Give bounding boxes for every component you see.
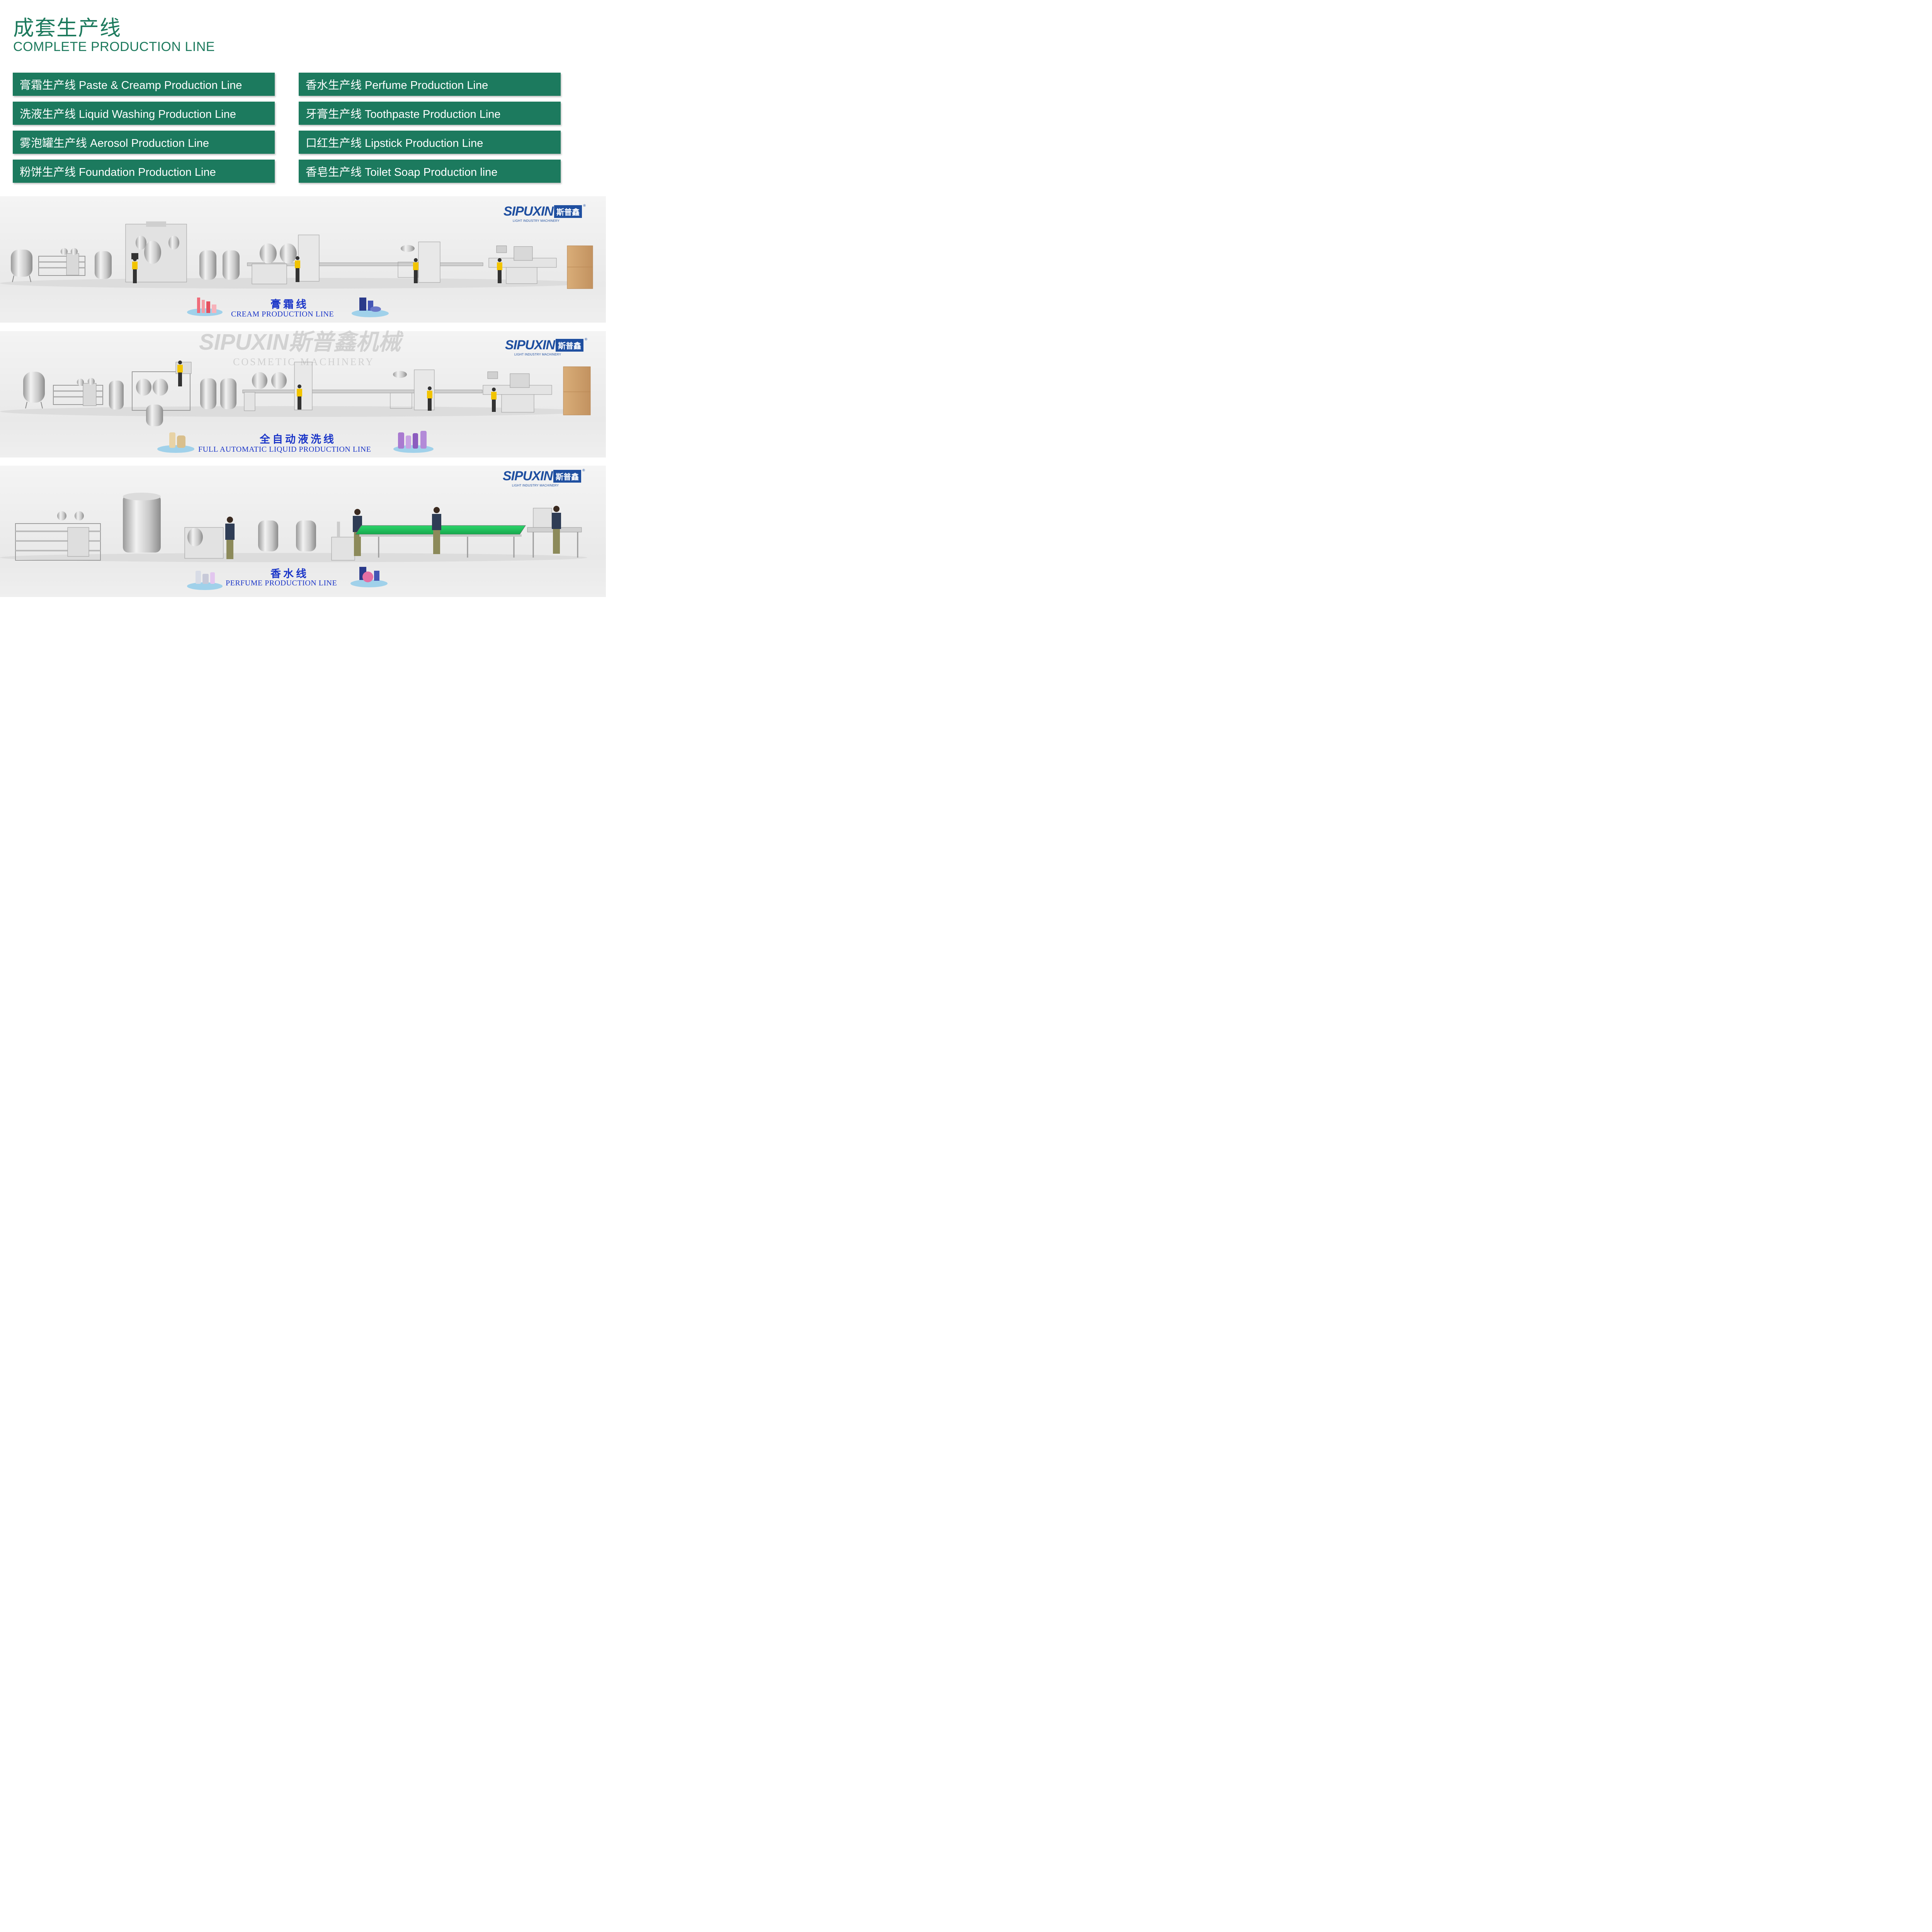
cosmetic-products-icon xyxy=(350,567,388,587)
perfume-line-illustration xyxy=(0,493,587,590)
liquid-line-panel: SIPUXIN 斯普鑫 ® LIGHT INDUSTRY MACHINERY 全… xyxy=(0,331,606,457)
storage-tank xyxy=(95,251,112,279)
panel-caption-cn: 香水线 xyxy=(270,568,309,580)
watermark-subtext: COSMETIC MACHINERY xyxy=(233,356,374,367)
storage-tank xyxy=(23,372,45,409)
brand-tagline: LIGHT INDUSTRY MACHINERY xyxy=(512,484,559,487)
line-button-toothpaste[interactable]: 牙膏生产线 Toothpaste Production Line xyxy=(299,102,561,125)
brand-logo: SIPUXIN 斯普鑫 ® LIGHT INDUSTRY MACHINERY xyxy=(503,469,585,487)
brand-tagline: LIGHT INDUSTRY MACHINERY xyxy=(514,353,561,356)
cosmetic-products-icon xyxy=(157,432,194,453)
operator-figure xyxy=(177,361,183,386)
water-treatment-unit xyxy=(38,248,85,276)
line-button-aerosol[interactable]: 雾泡罐生产线 Aerosol Production Line xyxy=(13,131,275,154)
watermark: SIPUXIN斯普鑫机械 COSMETIC MACHINERY xyxy=(199,324,401,368)
storage-tank xyxy=(223,250,240,280)
carton-boxes xyxy=(567,245,593,289)
mixing-unit xyxy=(184,527,224,559)
operator-figure xyxy=(413,258,418,283)
panel-caption-cn: 膏霜线 xyxy=(270,299,309,311)
capping-machine xyxy=(398,242,440,283)
storage-tank xyxy=(11,250,32,282)
line-button-paste-cream[interactable]: 膏霜生产线 Paste & Creamp Production Line xyxy=(13,73,275,96)
storage-tank xyxy=(220,378,236,409)
watermark-text: SIPUXIN斯普鑫机械 xyxy=(199,330,401,355)
panel-caption-en: PERFUME PRODUCTION LINE xyxy=(226,579,337,587)
operator-figure xyxy=(491,388,497,412)
cosmetic-products-icon xyxy=(393,431,434,453)
storage-tank xyxy=(199,250,216,280)
mixing-platform xyxy=(132,362,192,426)
panel-caption-en: FULL AUTOMATIC LIQUID PRODUCTION LINE xyxy=(198,445,371,454)
water-treatment-unit xyxy=(53,378,103,406)
carton-boxes xyxy=(563,366,591,415)
operator-figure xyxy=(297,384,302,410)
brand-tagline: LIGHT INDUSTRY MACHINERY xyxy=(513,219,560,223)
line-button-lipstick[interactable]: 口红生产线 Lipstick Production Line xyxy=(299,131,561,154)
operator-figure xyxy=(432,507,441,554)
storage-tank xyxy=(123,493,161,553)
brand-logo: SIPUXIN 斯普鑫 ® LIGHT INDUSTRY MACHINERY xyxy=(505,338,588,356)
registered-mark: ® xyxy=(583,204,587,208)
operator-figure xyxy=(427,386,432,411)
operator-figure xyxy=(295,256,300,282)
storage-tank xyxy=(258,520,316,551)
line-button-perfume[interactable]: 香水生产线 Perfume Production Line xyxy=(299,73,561,96)
brand-name: SIPUXIN xyxy=(505,338,555,352)
brand-name-cn: 斯普鑫 xyxy=(556,339,584,352)
line-button-toilet-soap[interactable]: 香皂生产线 Toilet Soap Production line xyxy=(299,160,561,183)
storage-tank xyxy=(200,378,216,409)
perfume-line-panel: SIPUXIN 斯普鑫 ® LIGHT INDUSTRY MACHINERY 香… xyxy=(0,466,606,597)
liquid-line-illustration xyxy=(0,361,591,453)
panel-caption-cn: 全自动液洗线 xyxy=(260,434,336,446)
registered-mark: ® xyxy=(584,338,588,342)
water-treatment-unit xyxy=(15,511,101,561)
brand-name: SIPUXIN xyxy=(503,469,553,483)
line-button-foundation[interactable]: 粉饼生产线 Foundation Production Line xyxy=(13,160,275,183)
cosmetic-products-icon xyxy=(187,298,223,316)
brand-logo: SIPUXIN 斯普鑫 ® LIGHT INDUSTRY MACHINERY xyxy=(503,204,586,223)
panel-caption-en: CREAM PRODUCTION LINE xyxy=(231,310,334,318)
operator-figure xyxy=(132,257,138,283)
brand-name-cn: 斯普鑫 xyxy=(554,205,582,218)
registered-mark: ® xyxy=(582,469,586,473)
brand-name: SIPUXIN xyxy=(503,204,554,219)
cosmetic-products-icon xyxy=(352,298,389,317)
conveyor-belt xyxy=(355,525,526,558)
operator-figure xyxy=(225,517,235,559)
page-title-en: COMPLETE PRODUCTION LINE xyxy=(13,39,215,54)
page-title-cn: 成套生产线 xyxy=(13,16,121,40)
brand-name-cn: 斯普鑫 xyxy=(553,470,582,483)
operator-figure xyxy=(497,258,502,283)
cream-line-illustration xyxy=(0,221,593,317)
filling-machine xyxy=(331,522,355,561)
cream-line-panel: SIPUXIN 斯普鑫 ® LIGHT INDUSTRY MACHINERY 膏… xyxy=(0,196,606,323)
cosmetic-products-icon xyxy=(187,571,223,590)
storage-tank xyxy=(109,381,124,410)
filling-machine xyxy=(252,235,320,284)
filling-machine xyxy=(244,362,313,411)
line-button-liquid-washing[interactable]: 洗液生产线 Liquid Washing Production Line xyxy=(13,102,275,125)
vacuum-homogenizer xyxy=(125,221,187,282)
operator-figure xyxy=(552,506,561,554)
